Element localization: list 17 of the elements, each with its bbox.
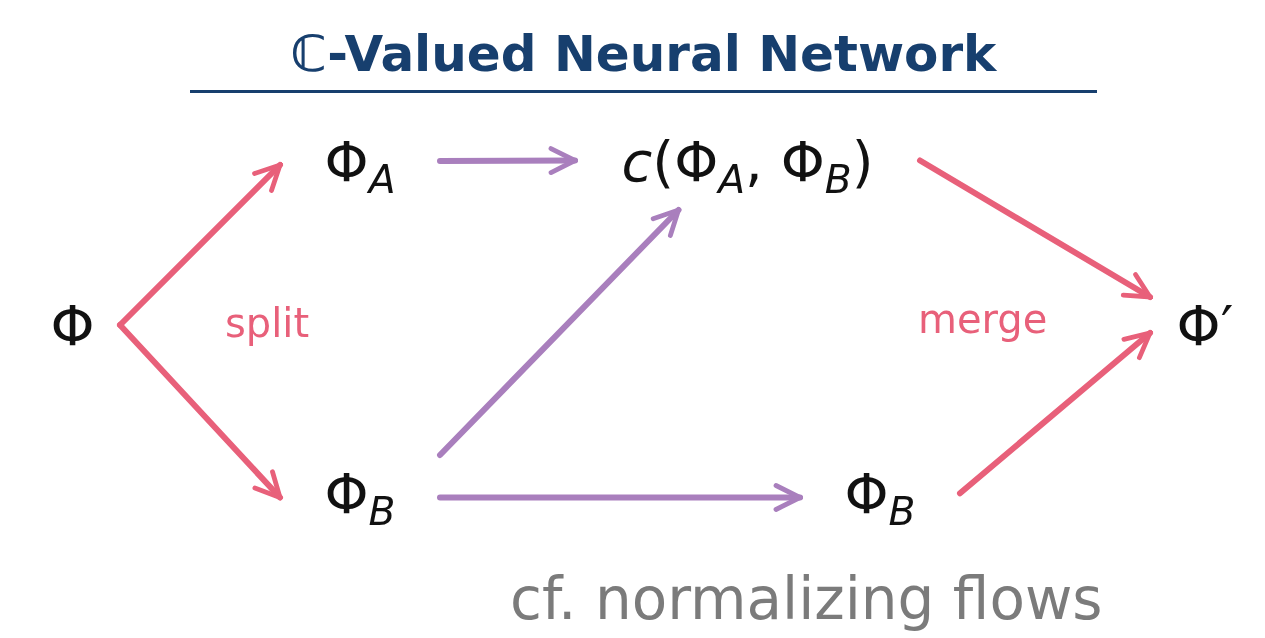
arrow bbox=[437, 207, 682, 458]
edge-annotation: split bbox=[225, 300, 310, 346]
note-text: cf. normalizing flows bbox=[510, 565, 1103, 633]
arrow bbox=[117, 162, 283, 328]
arrow bbox=[437, 483, 803, 512]
title: ℂ-Valued Neural Network bbox=[190, 18, 1097, 93]
edge-annotation: merge bbox=[918, 296, 1048, 342]
arrow bbox=[957, 330, 1153, 497]
math-symbol: Φ′ bbox=[1176, 292, 1234, 358]
math-symbol: Φ$_{B}$ bbox=[844, 461, 916, 534]
math-symbol: Φ$_{B}$ bbox=[324, 461, 396, 534]
math-symbol: Φ bbox=[50, 292, 95, 358]
math-symbol: Φ$_{A}$ bbox=[324, 128, 396, 202]
arrow bbox=[917, 157, 1153, 300]
arrow bbox=[117, 322, 283, 501]
arrow bbox=[437, 146, 578, 175]
math-symbol: c(Φ$_{A}$, Φ$_{B}$) bbox=[621, 128, 874, 202]
